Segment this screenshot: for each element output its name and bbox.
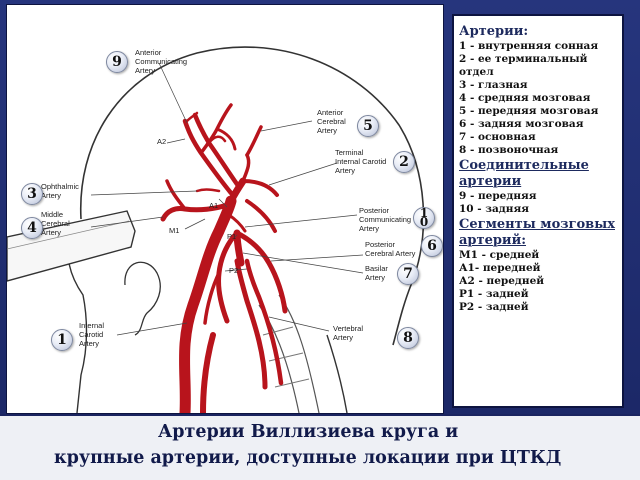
marker-4: 4: [21, 217, 43, 239]
legend-segment-a2: А2 - передней: [459, 275, 545, 287]
legend-artery-6: 6 - задняя мозговая: [459, 118, 584, 130]
head-diagram: Anterior Communicating Artery Anterior C…: [7, 46, 425, 413]
legend-segment-a1: А1- передней: [459, 262, 541, 274]
legend-segment-p2: Р2 - задней: [459, 301, 529, 313]
legend-artery-1: 1 - внутренняя сонная: [459, 40, 599, 52]
posterior-cerebral-artery: [216, 230, 240, 324]
marker-5: 5: [357, 115, 379, 137]
legend-connecting-10: 10 - задняя: [459, 203, 529, 215]
label-internal-carotid: Internal Carotid Artery: [79, 321, 106, 348]
anterior-communicating-artery: [185, 111, 199, 123]
marker-2: 2: [393, 151, 415, 173]
marker-6: 6: [421, 235, 443, 257]
ophthalmic-artery: [195, 188, 221, 193]
label-p1: P1: [227, 232, 236, 241]
label-anterior-communicating: Anterior Communicating Artery: [135, 48, 189, 75]
legend-artery-2: 2 - ее терминальный отдел: [459, 53, 588, 78]
doppler-probe: [7, 210, 136, 282]
skull-outline: [79, 46, 425, 346]
label-posterior-cerebral: Posterior Cerebral Artery: [365, 240, 416, 258]
legend-heading-arteries: Артерии:: [459, 24, 529, 39]
caption-box: Артерии Виллизиева круга и крупные артер…: [0, 414, 640, 480]
marker-10: 1 0: [413, 207, 435, 229]
marker-3: 3: [21, 183, 43, 205]
legend-artery-7: 7 - основная: [459, 131, 536, 143]
legend-artery-8: 8 - позвоночная: [459, 144, 559, 156]
label-terminal-ica: Terminal Internal Carotid Artery: [335, 148, 388, 175]
legend-panel: Артерии: 1 - внутренняя сонная 2 - ее те…: [452, 14, 624, 408]
anatomy-illustration: Anterior Communicating Artery Anterior C…: [6, 4, 444, 414]
label-anterior-cerebral: Anterior Cerebral Artery: [317, 108, 348, 135]
legend-heading-segments: Сегменты мозговых артерий:: [459, 217, 615, 248]
marker-7: 7: [397, 263, 419, 285]
legend-heading-connecting: Соединительные артерии: [459, 158, 589, 189]
label-vertebral: Vertebral Artery: [333, 324, 365, 342]
label-pointers: [90, 62, 364, 336]
legend-segment-p1: Р1 - задней: [459, 288, 529, 300]
cervical-spine: [258, 294, 320, 413]
posterior-communicating-artery: [227, 213, 247, 233]
legend-segment-m1: М1 - средней: [459, 249, 540, 261]
marker-8: 8: [397, 327, 419, 349]
label-posterior-communicating: Posterior Communicating Artery: [359, 206, 413, 233]
label-ophthalmic: Ophthalmic Artery: [41, 182, 81, 200]
label-basilar: Basilar Artery: [365, 264, 390, 282]
marker-1: 1: [51, 329, 73, 351]
legend-artery-3: 3 - глазная: [459, 79, 528, 91]
neck-outline: [326, 334, 348, 413]
legend-artery-5: 5 - передняя мозговая: [459, 105, 599, 117]
marker-9: 9: [106, 51, 128, 73]
label-a2: A2: [157, 137, 166, 146]
label-m1: M1: [169, 226, 179, 235]
label-a1: A1: [209, 201, 218, 210]
ear-outline: [124, 261, 161, 336]
caption-line-2: крупные артерии, доступные локации при Ц…: [54, 448, 562, 468]
label-p2: P2: [229, 266, 238, 275]
vertebral-artery: [234, 258, 268, 390]
internal-carotid-artery: [179, 195, 237, 413]
label-middle-cerebral: Middle Cerebral Artery: [41, 210, 72, 237]
legend-artery-4: 4 - средняя мозговая: [459, 92, 591, 104]
legend-connecting-9: 9 - передняя: [459, 190, 537, 202]
caption-line-1: Артерии Виллизиева круга и: [158, 422, 459, 442]
artery-network: [160, 103, 288, 413]
